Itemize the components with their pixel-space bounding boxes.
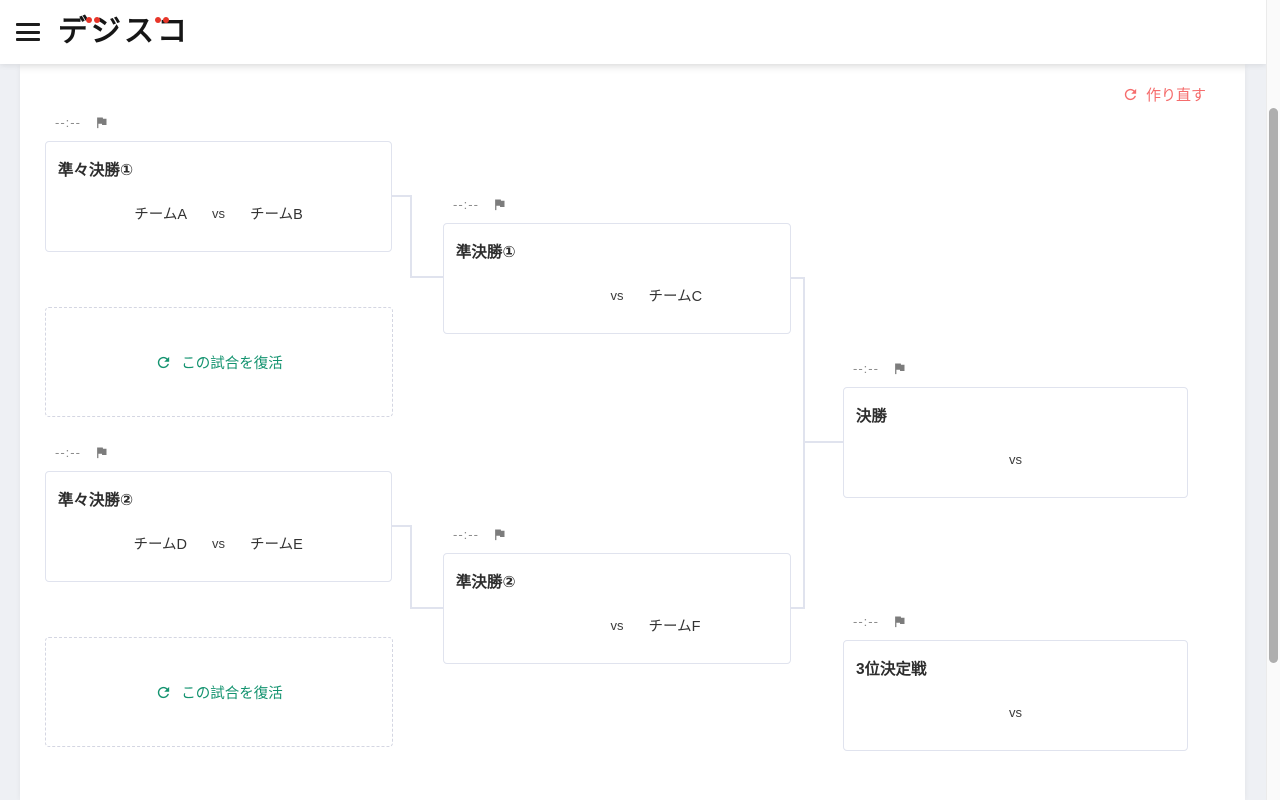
match-final: --:-- 決勝 vs (843, 358, 1188, 498)
logo-dakuten-dots (86, 17, 100, 23)
match-teams: チームA vs チームB (58, 203, 379, 223)
revive-label: この試合を復活 (181, 685, 283, 702)
revive-label: この試合を復活 (181, 355, 283, 372)
scrollbar-thumb[interactable] (1269, 108, 1278, 663)
match-title: 準決勝① (456, 244, 516, 261)
vs-label: vs (1009, 451, 1022, 467)
bracket-connector (803, 277, 805, 609)
match-meta: --:-- (453, 194, 791, 214)
match-title: 準々決勝① (58, 162, 134, 179)
match-card[interactable]: 準決勝① vs チームC (443, 223, 791, 334)
bracket-connector (410, 276, 443, 278)
refresh-icon (158, 686, 170, 698)
match-time-label: --:-- (55, 114, 81, 130)
match-title: 3位決定戦 (856, 661, 927, 678)
revive-match-button[interactable]: この試合を復活 (45, 637, 393, 747)
bracket-connector (803, 441, 843, 443)
match-quarterfinal-2: --:-- 準々決勝② チームD vs チームE (45, 442, 392, 582)
scrollbar-track[interactable] (1266, 0, 1280, 800)
team-name-right: チームC (648, 288, 703, 305)
match-meta: --:-- (55, 442, 392, 462)
logo-dakuten-dots (155, 17, 169, 23)
flag-icon (97, 117, 107, 128)
bracket-connector (410, 607, 443, 609)
match-meta: --:-- (453, 524, 791, 544)
bracket-connector (392, 195, 412, 197)
flag-icon (495, 199, 505, 210)
match-title: 決勝 (856, 408, 888, 425)
bracket-connector (410, 195, 412, 278)
vs-label: vs (212, 535, 225, 551)
bracket-connector (410, 525, 412, 609)
match-meta: --:-- (853, 611, 1188, 631)
app-header: デジスコ (0, 0, 1266, 64)
match-time-label: --:-- (853, 360, 879, 376)
flag-icon (895, 616, 905, 627)
team-name-right: チームB (250, 206, 303, 223)
vs-label: vs (1009, 704, 1022, 720)
revive-match-button[interactable]: この試合を復活 (45, 307, 393, 417)
match-time-label: --:-- (453, 526, 479, 542)
vs-label: vs (212, 205, 225, 221)
match-time-label: --:-- (453, 196, 479, 212)
bracket-connector (392, 525, 412, 527)
flag-icon (97, 447, 107, 458)
match-title: 準々決勝② (58, 492, 134, 509)
rebuild-label: 作り直す (1146, 87, 1207, 104)
match-card[interactable]: 決勝 vs (843, 387, 1188, 498)
match-card[interactable]: 準々決勝② チームD vs チームE (45, 471, 392, 582)
match-teams: vs (856, 449, 1175, 469)
app-logo-text: デジスコ (58, 15, 190, 48)
match-semifinal-2: --:-- 準決勝② vs チームF (443, 524, 791, 664)
match-third-place: --:-- 3位決定戦 vs (843, 611, 1188, 751)
match-teams: vs チームF (456, 615, 778, 635)
match-time-label: --:-- (55, 444, 81, 460)
match-teams: チームD vs チームE (58, 533, 379, 553)
vs-label: vs (610, 287, 624, 303)
bracket-connector (791, 607, 805, 609)
match-meta: --:-- (853, 358, 1188, 378)
match-time-label: --:-- (853, 613, 879, 629)
team-name-left: チームA (134, 206, 187, 223)
match-meta: --:-- (55, 112, 392, 132)
match-card[interactable]: 準決勝② vs チームF (443, 553, 791, 664)
rebuild-bracket-button[interactable]: 作り直す (1122, 84, 1206, 105)
team-name-left: チームD (133, 536, 187, 553)
bracket-connector (791, 277, 805, 279)
team-name-right: チームF (648, 618, 701, 635)
refresh-icon (1124, 88, 1137, 101)
flag-icon (895, 363, 905, 374)
match-teams: vs チームC (456, 285, 778, 305)
refresh-icon (158, 356, 170, 368)
match-card[interactable]: 準々決勝① チームA vs チームB (45, 141, 392, 252)
match-card[interactable]: 3位決定戦 vs (843, 640, 1188, 751)
match-semifinal-1: --:-- 準決勝① vs チームC (443, 194, 791, 334)
flag-icon (495, 529, 505, 540)
hamburger-menu-icon[interactable] (16, 23, 40, 41)
match-quarterfinal-1: --:-- 準々決勝① チームA vs チームB (45, 112, 392, 252)
app-logo: デジスコ (58, 0, 190, 64)
match-title: 準決勝② (456, 574, 516, 591)
vs-label: vs (610, 617, 624, 633)
match-teams: vs (856, 702, 1175, 722)
team-name-right: チームE (250, 536, 303, 553)
